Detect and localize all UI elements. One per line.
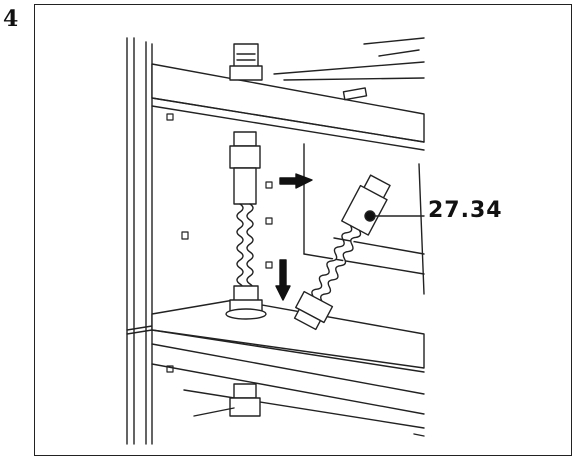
- cabinet-side-panel: [126, 37, 153, 445]
- lower-shelf: [151, 299, 425, 437]
- assembly-illustration: [126, 37, 425, 445]
- push-down-arrow: [275, 259, 291, 301]
- removal-arrow-left: [279, 173, 313, 189]
- bottom-foot: [193, 383, 261, 417]
- upper-foot: [229, 43, 263, 81]
- part-number-label: 27.34: [428, 198, 503, 223]
- removed-leveling-foot: [293, 174, 391, 331]
- installed-leveling-foot: [225, 131, 267, 320]
- upper-shelf: [151, 37, 425, 151]
- panel-holes: [166, 113, 273, 373]
- rear-panel: [303, 143, 425, 295]
- step-number: 4: [3, 6, 19, 32]
- callout-marker: [364, 210, 425, 222]
